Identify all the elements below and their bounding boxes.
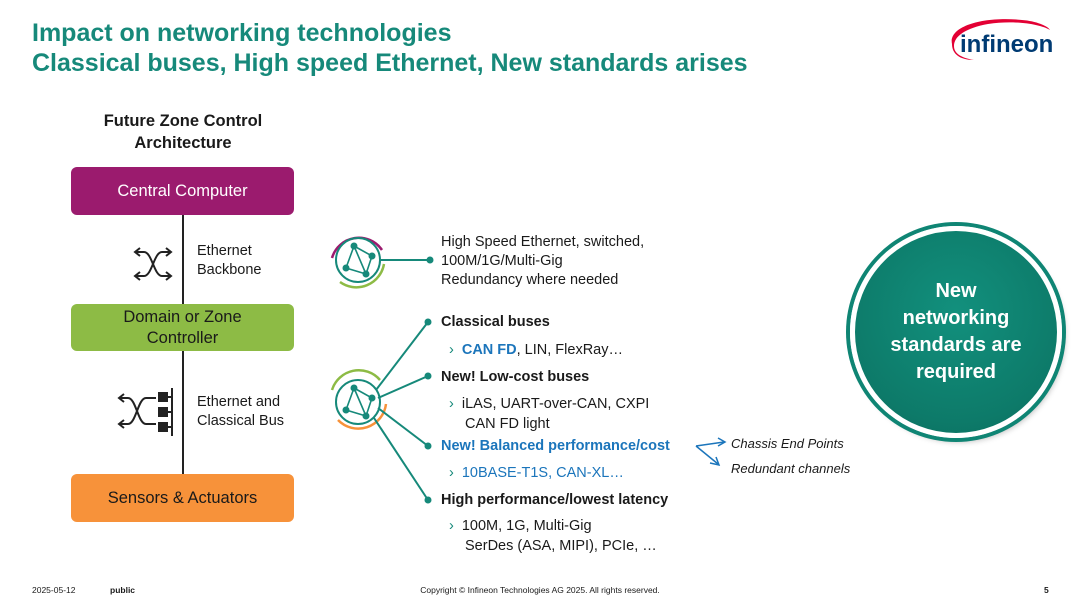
central-computer-label: Central Computer: [117, 181, 248, 200]
domain-label-line-1: Domain or Zone: [123, 307, 242, 326]
chassis-end-points-label: Chassis End Points: [731, 436, 844, 451]
chevron-right-icon: ›: [449, 396, 454, 412]
balanced-performance-heading: New! Balanced performance/cost: [441, 438, 670, 454]
sensors-actuators-box: Sensors & Actuators: [71, 474, 294, 522]
domain-controller-box: Domain or Zone Controller: [71, 304, 294, 351]
bus-line: [182, 350, 184, 475]
high-performance-heading: High performance/lowest latency: [441, 492, 669, 508]
title-line-1: Impact on networking technologies: [32, 19, 452, 47]
chevron-right-icon: ›: [449, 518, 454, 534]
sensors-label: Sensors & Actuators: [107, 488, 258, 507]
bus-network-icon: [330, 369, 388, 430]
ethernet-classical-label: Ethernet and Classical Bus: [197, 394, 285, 429]
new-standards-callout: New networking standards are required: [850, 226, 1062, 438]
redundant-channels-label: Redundant channels: [731, 461, 851, 476]
high-performance-item: ›100M, 1G, Multi-Gig SerDes (ASA, MIPI),…: [449, 518, 657, 554]
ethernet-network-icon: [330, 236, 386, 289]
connector-diagram: [330, 236, 727, 504]
classical-buses-heading: Classical buses: [441, 314, 550, 330]
architecture-heading: Future Zone Control Architecture: [70, 110, 296, 154]
title-line-2: Classical buses, High speed Ethernet, Ne…: [32, 49, 748, 77]
high-speed-ethernet-text: High Speed Ethernet, switched, 100M/1G/M…: [441, 234, 645, 288]
low-cost-buses-heading: New! Low-cost buses: [441, 369, 590, 385]
central-computer-box: Central Computer: [71, 167, 294, 215]
ethernet-backbone-label: Ethernet Backbone: [197, 243, 262, 278]
footer-classification: public: [110, 585, 136, 595]
crossing-arrows-icon: [133, 247, 173, 281]
architecture-heading-line-2: Architecture: [134, 134, 232, 152]
callout-text: New networking standards are required: [890, 280, 1022, 383]
balanced-performance-item: ›10BASE-T1S, CAN-XL…: [449, 465, 624, 481]
slide-title: Impact on networking technologies Classi…: [32, 18, 748, 78]
chevron-right-icon: ›: [449, 342, 454, 358]
footer-copyright: Copyright © Infineon Technologies AG 202…: [420, 585, 660, 595]
bus-crossing-icon: [117, 388, 173, 436]
classical-buses-item: ›CAN FD, LIN, FlexRay…: [449, 342, 623, 358]
backbone-line: [182, 214, 184, 304]
logo-text: infineon: [960, 31, 1053, 58]
architecture-heading-line-1: Future Zone Control: [103, 112, 263, 130]
footer-date: 2025-05-12: [32, 585, 76, 595]
low-cost-buses-item: ›iLAS, UART-over-CAN, CXPI CAN FD light: [449, 396, 650, 432]
domain-label-line-2: Controller: [146, 328, 219, 347]
infineon-logo: infineon: [951, 19, 1053, 60]
page-number: 5: [1044, 585, 1049, 595]
chevron-right-icon: ›: [449, 465, 454, 481]
